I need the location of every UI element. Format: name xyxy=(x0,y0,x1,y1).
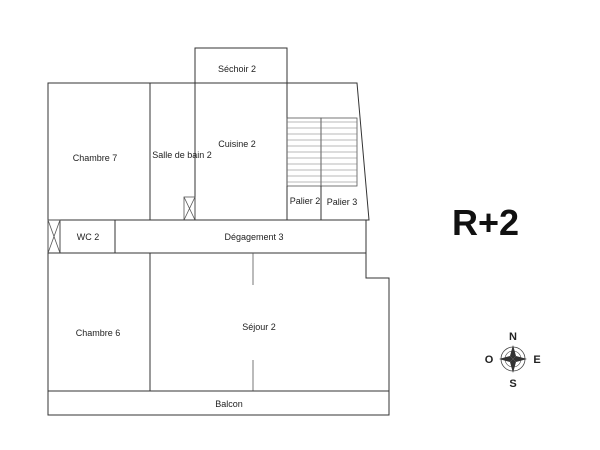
label-cuisine: Cuisine 2 xyxy=(218,139,256,149)
shaft-diagonal-b xyxy=(183,196,196,221)
compass-north: N xyxy=(509,331,517,343)
wc-shaft-diagonal-b xyxy=(47,219,61,254)
label-wc: WC 2 xyxy=(77,232,100,242)
label-sechoir: Séchoir 2 xyxy=(218,64,256,74)
compass-west: O xyxy=(485,354,494,366)
label-chambre7: Chambre 7 xyxy=(73,153,118,163)
balcon-room xyxy=(47,390,390,416)
compass-east: E xyxy=(533,354,540,366)
label-degagement: Dégagement 3 xyxy=(224,232,283,242)
compass-south: S xyxy=(509,378,516,390)
label-salle-de-bain: Salle de bain 2 xyxy=(152,150,212,160)
building-outline xyxy=(47,82,390,416)
compass-rose-icon xyxy=(499,345,527,373)
stair-treads xyxy=(287,121,357,183)
chambre7-room xyxy=(47,82,151,221)
chambre6-room xyxy=(47,252,151,392)
label-chambre6: Chambre 6 xyxy=(76,328,121,338)
level-label: R+2 xyxy=(452,202,520,243)
label-balcon: Balcon xyxy=(215,399,243,409)
label-sejour: Séjour 2 xyxy=(242,322,276,332)
label-palier2: Palier 2 xyxy=(290,196,321,206)
label-palier3: Palier 3 xyxy=(327,197,358,207)
